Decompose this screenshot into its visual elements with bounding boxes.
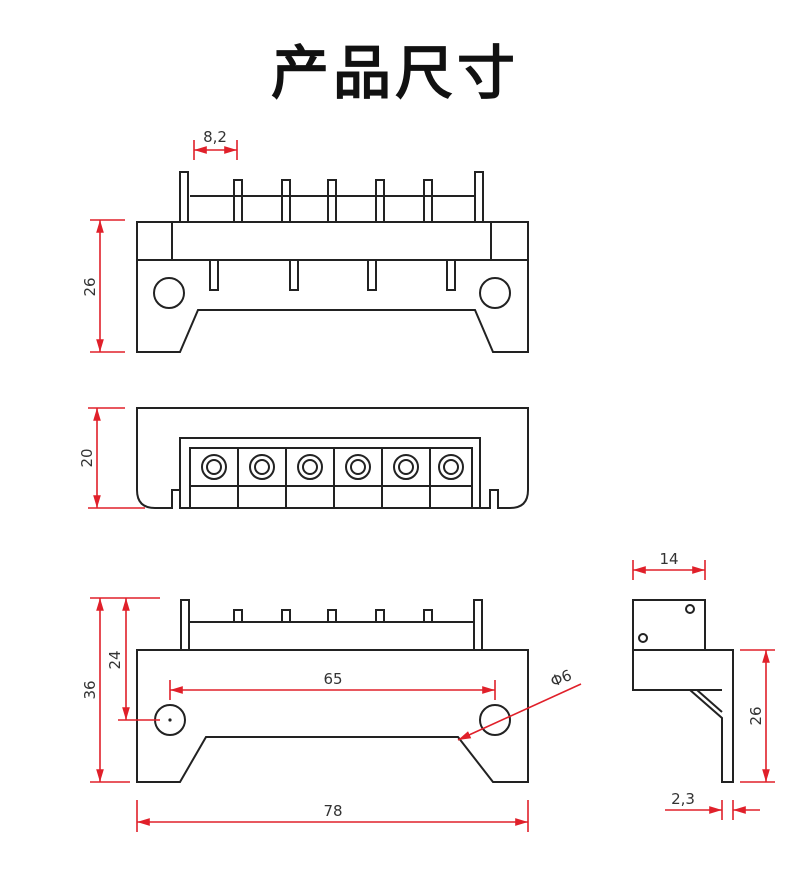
top-view: 20	[78, 407, 529, 509]
dim-total-length-label: 78	[323, 802, 342, 820]
side-hole-top	[685, 604, 695, 614]
dim-side-total-height-label: 36	[81, 680, 99, 699]
side-hole-bottom	[638, 633, 648, 643]
dim-hole-diameter-label: Φ6	[548, 666, 575, 691]
dim-side-hole-height-label: 24	[106, 650, 124, 669]
dim-top-depth: 20	[78, 407, 145, 509]
dim-front-height: 26	[81, 219, 125, 353]
mounting-hole-right	[479, 277, 511, 309]
dim-hole-spacing: 65	[169, 670, 496, 700]
dim-pin-pitch: 8,2	[193, 128, 238, 160]
dim-front-height-label: 26	[81, 277, 99, 296]
dim-side-total-height: 36	[81, 597, 160, 783]
page-title: 产品尺寸	[270, 39, 519, 107]
terminal-screws	[189, 447, 473, 508]
back-view: 36 24 65 Φ6 78	[81, 597, 582, 832]
dim-top-depth-label: 20	[78, 448, 96, 467]
dim-hole-spacing-label: 65	[323, 670, 342, 688]
front-view-pins	[179, 171, 484, 223]
dim-total-length: 78	[136, 800, 529, 832]
dim-side-hole-height: 24	[106, 598, 160, 721]
dim-hole-diameter: Φ6	[457, 666, 582, 741]
back-view-pins	[180, 599, 483, 651]
dim-bracket-height-label: 26	[747, 706, 765, 725]
mounting-hole-left	[153, 277, 185, 309]
side-view-body	[632, 599, 734, 783]
side-view: 14 26 2,3	[632, 550, 775, 820]
top-view-body	[136, 407, 529, 509]
terminal-block	[179, 437, 481, 509]
front-view: 8,2 26	[81, 128, 529, 353]
front-view-body	[136, 221, 529, 353]
back-hole-right	[479, 704, 511, 736]
dim-bracket-height: 26	[740, 649, 775, 783]
dim-bracket-width-label: 14	[659, 550, 678, 568]
dim-bracket-thickness-label: 2,3	[671, 790, 695, 808]
dim-bracket-thickness: 2,3	[665, 790, 760, 820]
dim-bracket-width: 14	[632, 550, 706, 580]
dim-pin-pitch-label: 8,2	[203, 128, 227, 146]
